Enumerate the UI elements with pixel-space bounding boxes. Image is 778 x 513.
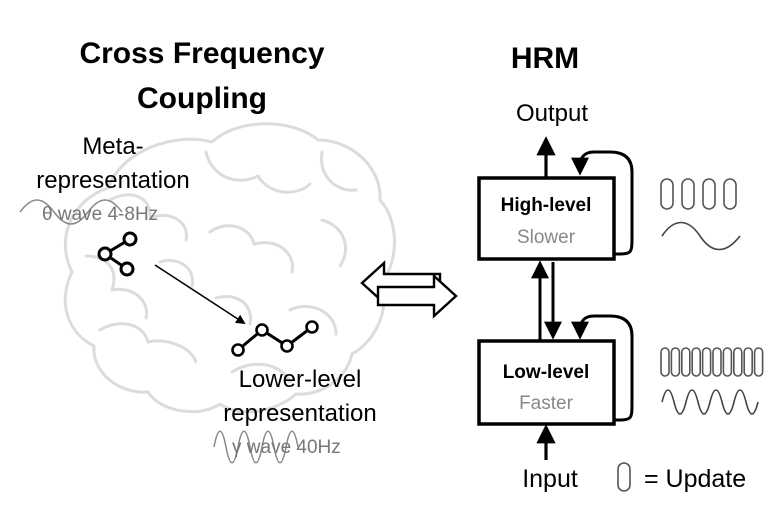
update-pill-icon: [723, 178, 737, 210]
meta-label-line1: Meta-: [82, 133, 143, 160]
slow-wave-icon: [661, 221, 741, 251]
low-level-subtitle: Faster: [519, 393, 574, 414]
update-pill-icon: [743, 347, 754, 377]
fast-update-pills: [660, 347, 764, 377]
update-pill-icon: [701, 347, 712, 377]
update-pill-icon: [712, 347, 722, 377]
lower-label-line1: Lower-level: [239, 366, 362, 393]
input-label: Input: [522, 465, 578, 493]
meta-representation-graph-icon: [97, 231, 138, 277]
low-level-module: Low-level Faster: [477, 339, 616, 426]
update-pill-icon: [753, 347, 764, 377]
bidirectional-arrow-icon: [360, 260, 458, 319]
gamma-wave-icon: [213, 430, 299, 464]
update-pill-icon: [681, 178, 695, 210]
coupling-arrow: [154, 264, 246, 325]
low-level-title: Low-level: [503, 362, 590, 383]
slow-update-pills: [660, 178, 737, 210]
gamma-wave-label: γ wave 40Hz: [232, 437, 341, 458]
update-legend-pill-icon: [617, 462, 631, 492]
lower-representation-graph-icon: [231, 320, 319, 357]
left-title-line1: Cross Frequency: [79, 37, 324, 70]
update-pill-icon: [660, 347, 670, 377]
fast-wave-icon: [661, 389, 759, 415]
theta-wave-label: θ wave 4-8Hz: [42, 204, 158, 225]
left-title-line2: Coupling: [137, 82, 267, 115]
high-level-recurrent-loop: [571, 150, 634, 256]
update-pill-icon: [660, 178, 674, 210]
update-pill-icon: [702, 178, 716, 210]
update-pill-icon: [680, 347, 691, 377]
update-pill-icon: [691, 347, 702, 377]
low-level-recurrent-loop: [571, 314, 634, 422]
high-level-module: High-level Slower: [477, 176, 616, 261]
update-pill-icon: [722, 347, 733, 377]
update-pill-icon: [670, 347, 681, 377]
legend-label: = Update: [644, 465, 746, 493]
meta-label-line2: representation: [36, 167, 189, 194]
lower-label-line2: representation: [223, 400, 376, 427]
theta-wave-icon: [19, 199, 123, 225]
update-pill-icon: [732, 347, 743, 377]
output-label: Output: [516, 100, 588, 127]
high-level-title: High-level: [501, 195, 592, 216]
high-level-subtitle: Slower: [517, 227, 576, 248]
hrm-title: HRM: [511, 42, 579, 75]
